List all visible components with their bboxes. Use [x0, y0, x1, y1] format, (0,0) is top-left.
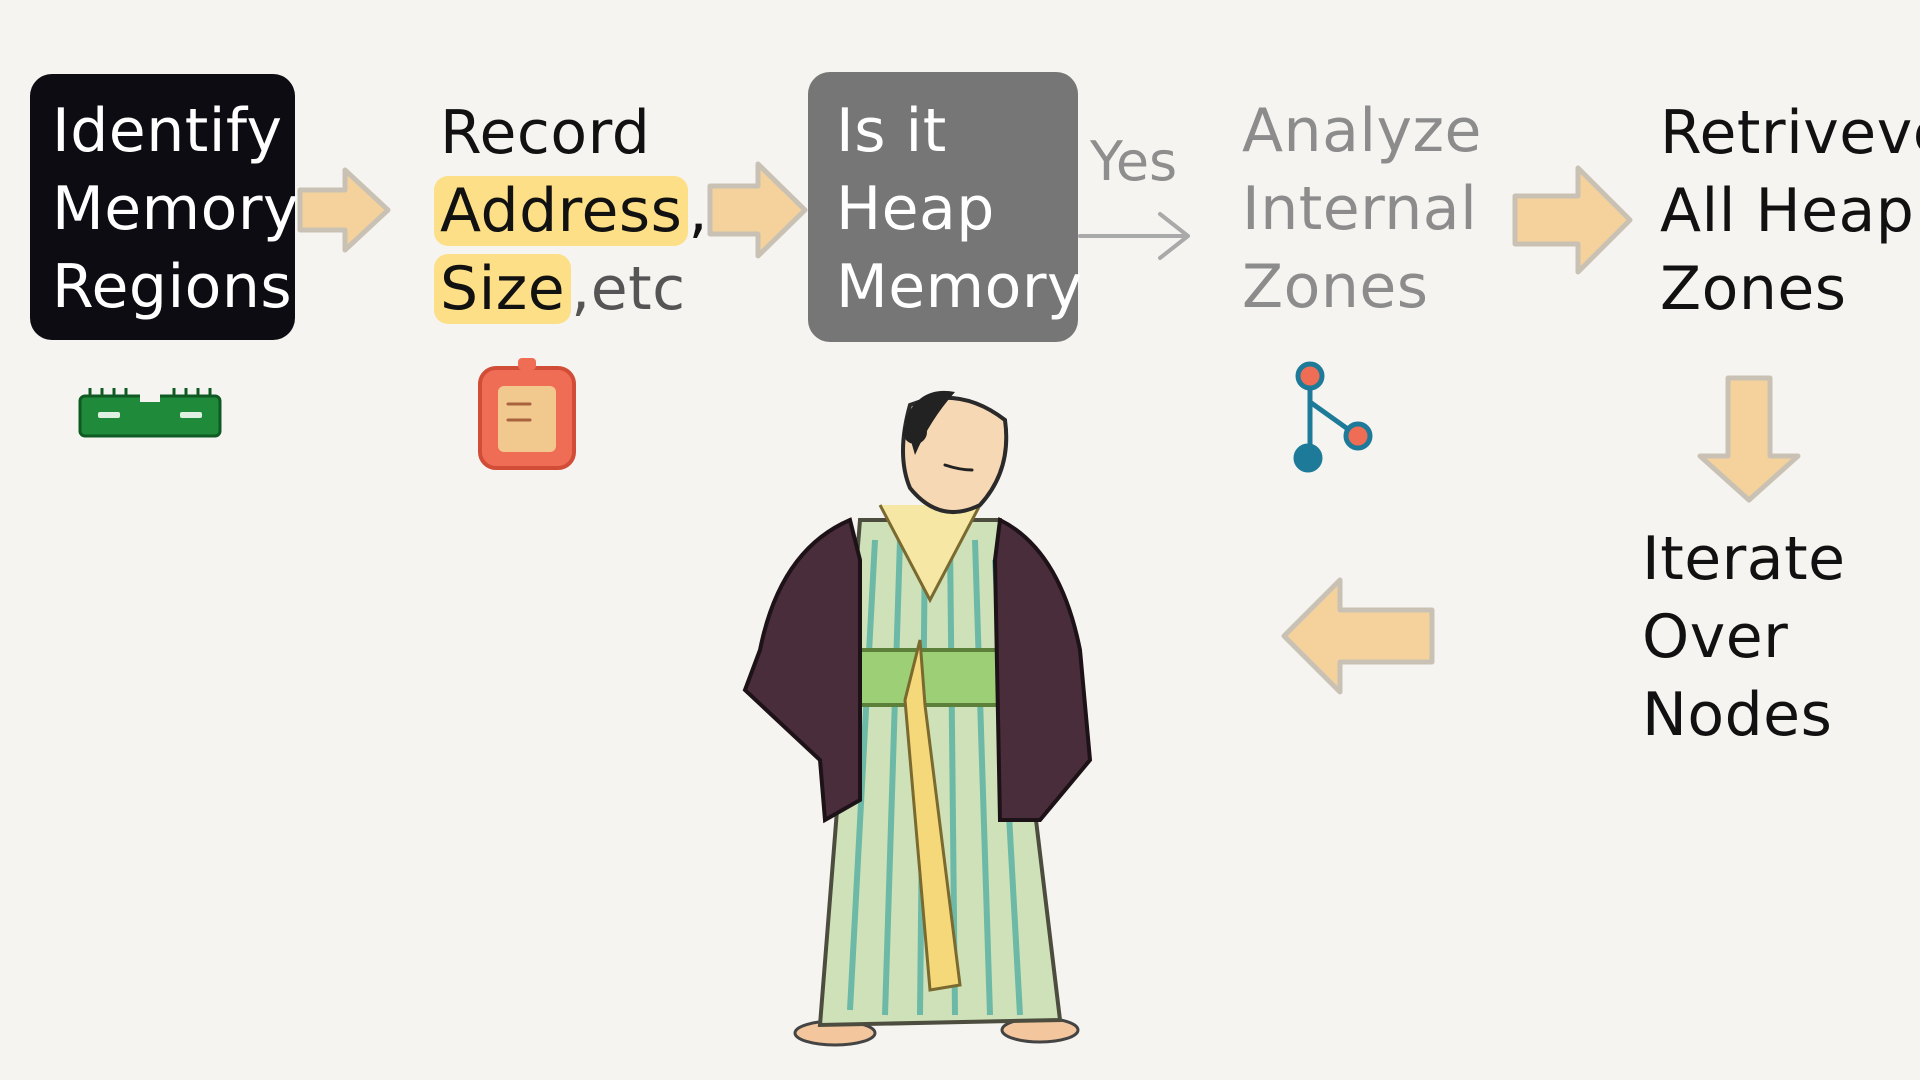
- record-comma: ,: [688, 176, 709, 246]
- analyze-label: Analyze Internal Zones: [1242, 92, 1482, 326]
- analyze-line-3: Zones: [1242, 252, 1429, 322]
- heap-check-line-1: Is it: [836, 96, 947, 166]
- edo-figure-illustration: [742, 390, 1093, 1047]
- retrieve-label: Retriveve All Heap Zones: [1660, 94, 1920, 328]
- memory-chip-icon: [78, 388, 222, 438]
- identify-box: [30, 74, 295, 340]
- record-line-3: Size,etc: [434, 250, 708, 328]
- branch-icon: [1293, 361, 1373, 473]
- identify-line-3: Regions: [52, 252, 293, 322]
- retrieve-line-3: Zones: [1660, 254, 1847, 324]
- analyze-line-1: Analyze: [1242, 96, 1482, 166]
- heap-check-label: Is it Heap Memory: [836, 92, 1083, 326]
- retrieve-line-1: Retriveve: [1660, 98, 1920, 168]
- iterate-line-3: Nodes: [1642, 680, 1833, 750]
- arrow-down: [1697, 375, 1801, 503]
- address-highlight: Address: [434, 176, 689, 246]
- arrow-right-1: [297, 167, 391, 253]
- identify-label: Identify Memory Regions: [52, 92, 299, 326]
- analyze-line-2: Internal: [1242, 174, 1478, 244]
- heap-check-line-3: Memory: [836, 252, 1084, 322]
- record-line-2: Address,: [434, 172, 709, 250]
- arrow-right-2: [707, 161, 808, 259]
- heap-check-box: [808, 72, 1078, 342]
- size-highlight: Size: [434, 254, 572, 324]
- identify-line-2: Memory: [52, 174, 300, 244]
- yes-arrow: [1078, 212, 1190, 260]
- iterate-line-2: Over: [1642, 602, 1789, 672]
- iterate-label: Iterate Over Nodes: [1642, 520, 1846, 754]
- retrieve-line-2: All Heap: [1660, 176, 1915, 246]
- etc-text: ,etc: [571, 254, 686, 324]
- record-line-1: Record: [440, 98, 651, 168]
- heap-check-line-2: Heap: [836, 174, 995, 244]
- record-label: Record Address, Size,etc: [434, 94, 709, 328]
- yes-label: Yes: [1090, 130, 1178, 193]
- arrow-right-3: [1512, 165, 1633, 275]
- iterate-line-1: Iterate: [1642, 524, 1846, 594]
- identify-line-1: Identify: [52, 96, 283, 166]
- tag-icon: [478, 358, 576, 470]
- arrow-left: [1281, 577, 1435, 695]
